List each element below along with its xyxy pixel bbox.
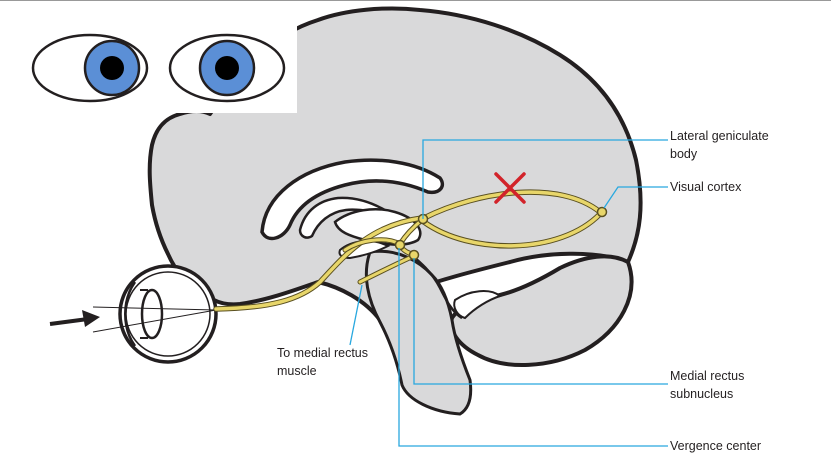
arrow-right-icon — [49, 310, 100, 327]
label-medial-rectus-subnucleus-line2: subnucleus — [670, 387, 733, 401]
lens — [140, 288, 164, 340]
label-vergence-center: Vergence center — [670, 439, 761, 453]
leader-medial-rectus-subnucleus — [413, 258, 668, 385]
eyeball-cross-section — [92, 264, 218, 364]
right-eye-icon — [168, 33, 286, 103]
leader-visual-cortex — [603, 186, 668, 209]
fourth-ventricle — [453, 290, 503, 320]
visual-pathway — [213, 189, 608, 312]
light-ray-upper — [92, 306, 217, 311]
cerebral-aqueduct — [407, 251, 463, 320]
eyes-panel — [0, 8, 297, 113]
corpus-callosum — [260, 158, 445, 241]
vergence-center-nucleus — [394, 239, 406, 251]
label-medial-rectus-muscle-line2: muscle — [277, 364, 317, 378]
cerebellum — [449, 254, 634, 368]
labels: Lateral geniculate body Visual cortex To… — [277, 129, 769, 453]
visual-cortex-terminal — [596, 206, 608, 218]
leader-lines — [349, 139, 668, 447]
leader-medial-rectus-muscle — [349, 284, 363, 346]
x-mark-icon — [494, 172, 526, 204]
left-eye-icon — [31, 33, 149, 103]
label-lgb-line2: body — [670, 147, 698, 161]
label-medial-rectus-muscle-line1: To medial rectus — [277, 346, 368, 360]
leader-lgb — [422, 139, 668, 219]
label-lgb-line1: Lateral geniculate — [670, 129, 769, 143]
light-ray-lower — [92, 309, 217, 333]
label-visual-cortex: Visual cortex — [670, 180, 742, 194]
leader-vergence-center — [398, 248, 668, 447]
thalamus — [333, 208, 422, 246]
label-medial-rectus-subnucleus-line1: Medial rectus — [670, 369, 744, 383]
